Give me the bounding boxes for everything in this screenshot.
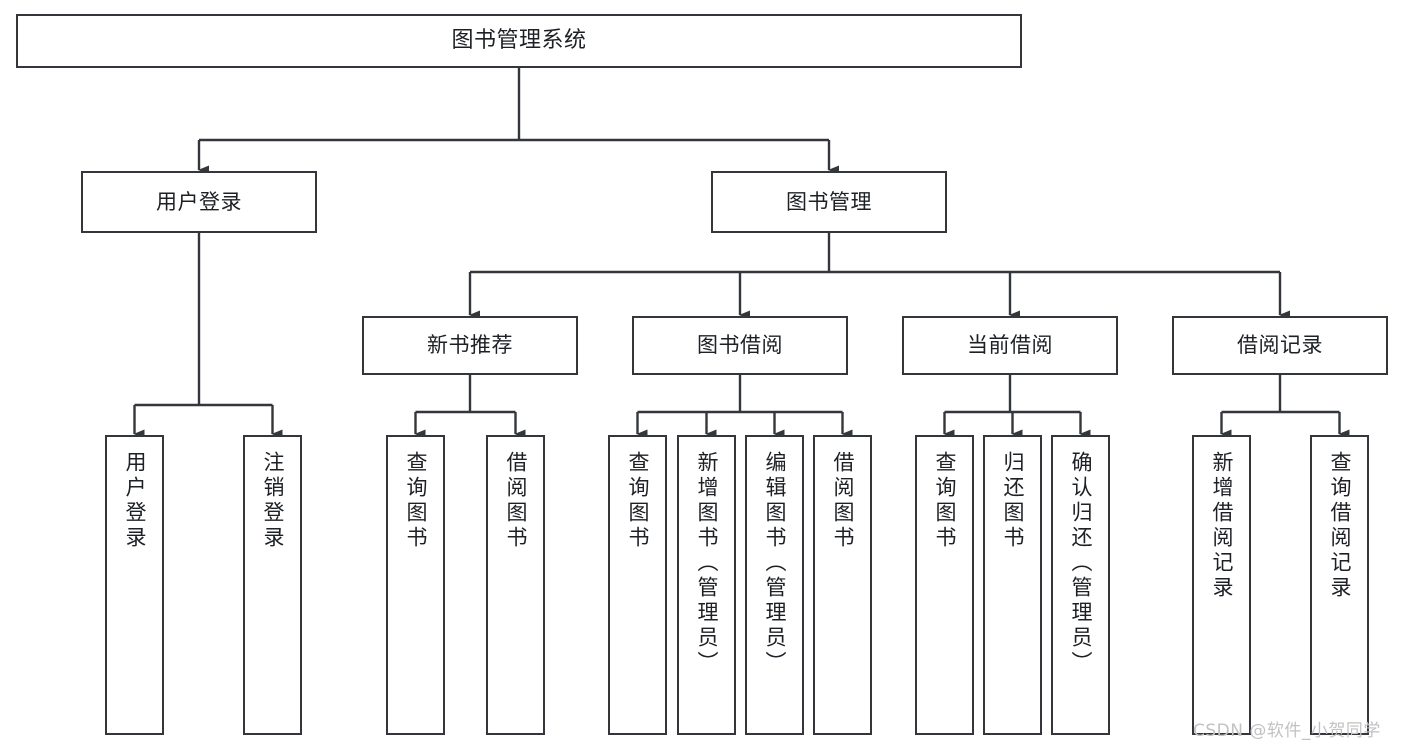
node-leaf-borrow-2[interactable]: 借阅图书 [813, 435, 872, 735]
node-label: 用户登录 [123, 451, 147, 551]
node-leaf-edit-book[interactable]: 编辑图书（管理员） [745, 435, 804, 735]
node-current-borrow[interactable]: 当前借阅 [902, 316, 1118, 375]
node-label: 借阅图书 [831, 451, 855, 551]
node-label: 查询图书 [626, 451, 650, 551]
node-label: 图书借阅 [697, 333, 783, 358]
node-book-manage[interactable]: 图书管理 [711, 171, 947, 233]
node-label: 图书管理系统 [451, 28, 587, 54]
node-label: 编辑图书（管理员） [763, 451, 787, 676]
node-label: 借阅图书 [504, 451, 528, 551]
node-leaf-borrow-1[interactable]: 借阅图书 [486, 435, 545, 735]
node-leaf-query-2[interactable]: 查询图书 [608, 435, 667, 735]
node-leaf-add-rec[interactable]: 新增借阅记录 [1192, 435, 1251, 735]
node-leaf-query-rec[interactable]: 查询借阅记录 [1310, 435, 1369, 735]
node-label: 新书推荐 [427, 333, 513, 358]
node-label: 用户登录 [156, 189, 242, 214]
node-leaf-logout[interactable]: 注销登录 [243, 435, 302, 735]
node-leaf-user-login[interactable]: 用户登录 [105, 435, 164, 735]
node-label: 注销登录 [261, 451, 285, 551]
node-leaf-query-1[interactable]: 查询图书 [386, 435, 445, 735]
node-label: 查询图书 [404, 451, 428, 551]
node-user-login[interactable]: 用户登录 [81, 171, 317, 233]
node-label: 查询图书 [933, 451, 957, 551]
node-new-book-rec[interactable]: 新书推荐 [362, 316, 578, 375]
node-label: 查询借阅记录 [1328, 451, 1352, 601]
node-leaf-add-book[interactable]: 新增图书（管理员） [677, 435, 736, 735]
node-label: 新增借阅记录 [1210, 451, 1234, 601]
node-root[interactable]: 图书管理系统 [16, 14, 1022, 68]
csdn-watermark: CSDN @软件_小贺同学 [1193, 721, 1381, 741]
node-book-borrow[interactable]: 图书借阅 [632, 316, 848, 375]
node-label: 确认归还（管理员） [1069, 451, 1093, 676]
node-label: 新增图书（管理员） [695, 451, 719, 676]
node-leaf-return[interactable]: 归还图书 [983, 435, 1042, 735]
node-label: 图书管理 [786, 189, 872, 214]
node-label: 借阅记录 [1237, 333, 1323, 358]
node-label: 归还图书 [1001, 451, 1025, 551]
node-leaf-query-3[interactable]: 查询图书 [915, 435, 974, 735]
node-leaf-confirm[interactable]: 确认归还（管理员） [1051, 435, 1110, 735]
node-label: 当前借阅 [967, 333, 1053, 358]
node-borrow-record[interactable]: 借阅记录 [1172, 316, 1388, 375]
